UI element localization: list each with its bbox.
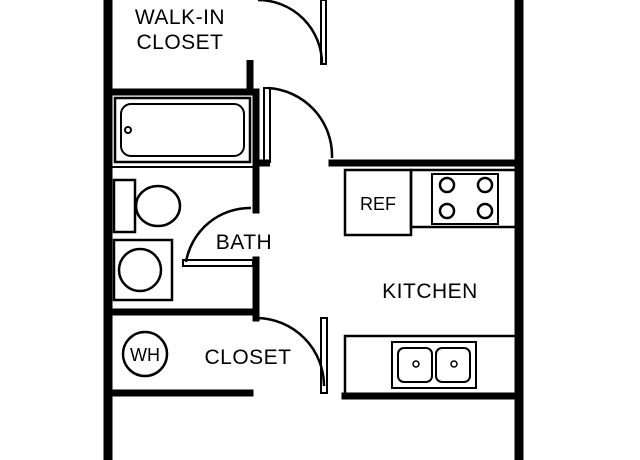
kitchen-label: KITCHEN [382,280,478,303]
bath-label: BATH [216,231,272,254]
water-heater-label: WH [130,345,160,365]
bathtub [113,96,252,164]
hall-door [256,86,334,167]
closet-door [256,316,328,394]
walls [103,0,524,460]
walkin-closet-label-line1: WALK-IN [135,6,225,29]
closet-label: CLOSET [204,346,291,369]
toilet [112,178,182,234]
water-heater [121,330,169,378]
bath-sink [112,238,174,302]
refrigerator-label: REF [360,194,396,214]
range [409,168,518,229]
kitchen-counter [343,334,518,396]
walkin-closet-label-line2: CLOSET [136,31,223,54]
bath-door [182,206,254,267]
walkin-closet-door [257,0,327,65]
